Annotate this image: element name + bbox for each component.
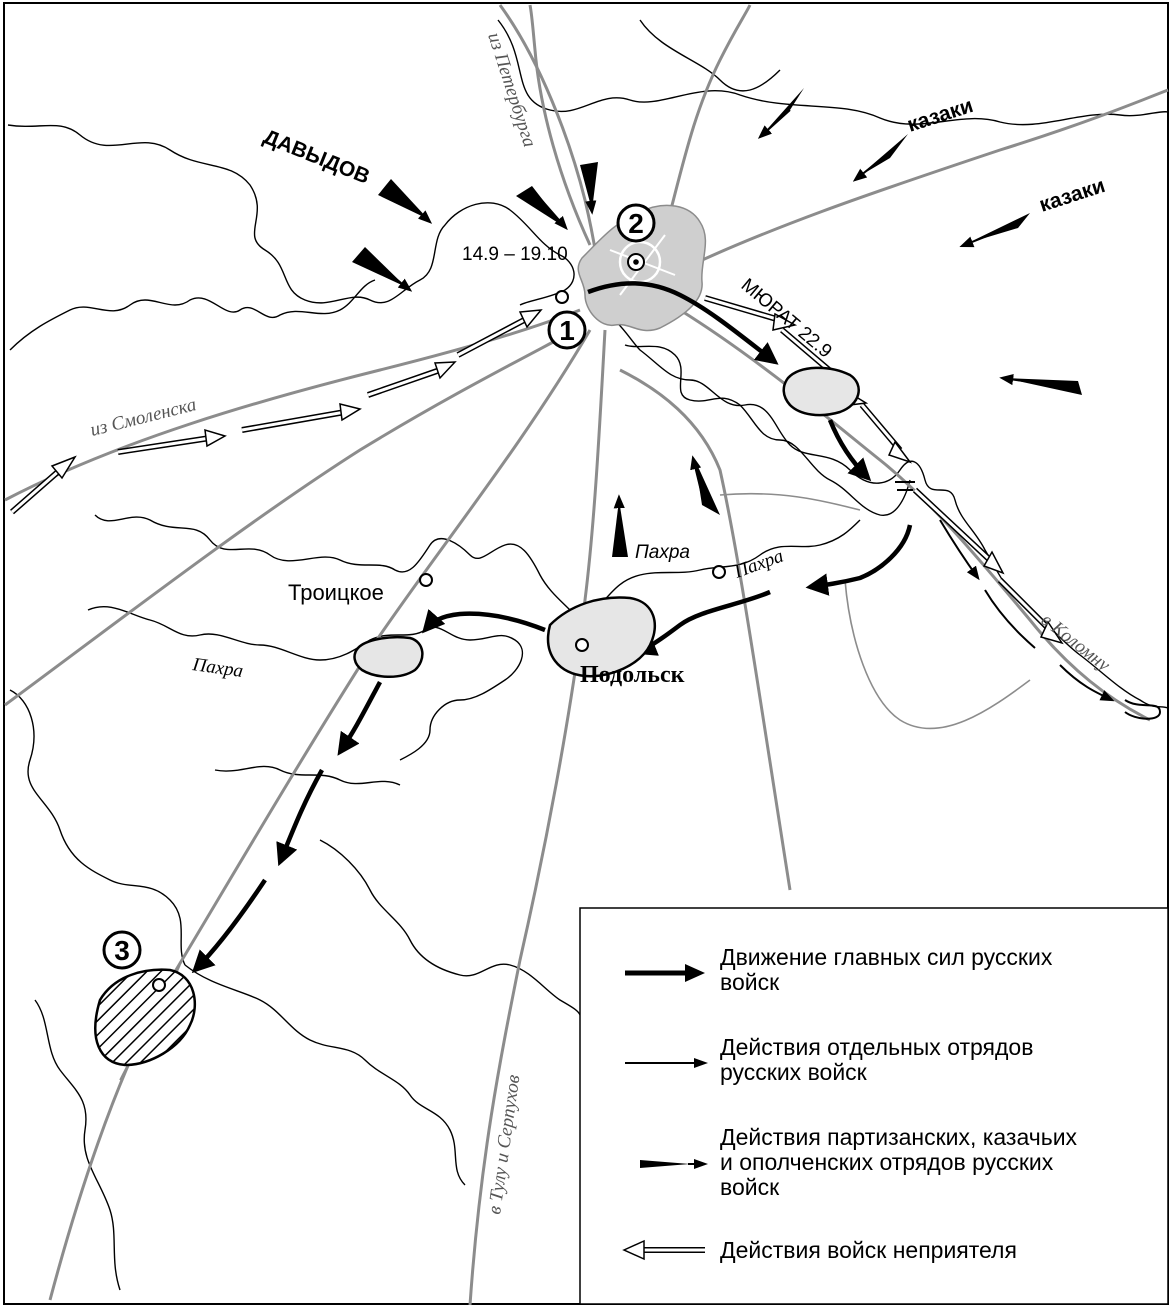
marker-3: 3 [102, 930, 142, 970]
river-north-2 [639, 19, 781, 92]
river-center [624, 344, 911, 516]
road-kaluga [48, 329, 592, 1301]
river-south-1 [9, 689, 186, 966]
road-east [659, 88, 1169, 282]
camp-areas [94, 366, 860, 1067]
river-south-2 [184, 964, 466, 1186]
settlements [152, 290, 915, 992]
legend-partisans-line-1: Действия партизанских, казачьих [720, 1124, 1078, 1150]
detachment-movements [939, 519, 1162, 720]
legend-partisans-symbol [640, 1159, 708, 1169]
svg-text:3: 3 [114, 935, 130, 966]
label-podolsk: Подольск [580, 662, 685, 688]
settlement-pakhra [712, 565, 726, 579]
legend: Движение главных сил русских войск Дейст… [579, 907, 1169, 1305]
legend-detachments-symbol [625, 1058, 708, 1068]
road-podolsk-branch [619, 368, 792, 891]
partisan-movements [352, 88, 1082, 557]
settlement-podolsk [575, 638, 589, 652]
road-tula [468, 329, 607, 1306]
legend-enemy-symbol [622, 1239, 705, 1261]
river-south-3 [319, 839, 581, 1016]
legend-partisans-line-3: войск [720, 1174, 780, 1200]
road-north-2 [528, 4, 592, 246]
tarutino-camp [94, 968, 197, 1067]
road-north-east [658, 4, 752, 251]
main-forces-movements [191, 281, 913, 974]
label-troitskoe: Троицкое [288, 580, 384, 605]
legend-partisans-line-2: и ополченских отрядов русских [720, 1149, 1054, 1175]
river-moskva [599, 309, 1169, 709]
svg-text:2: 2 [628, 208, 644, 239]
marker-1: 1 [547, 310, 587, 350]
road-smolensk [4, 308, 581, 502]
river-west-2 [9, 279, 376, 351]
label-dates: 14.9 – 19.10 [462, 244, 568, 265]
settlement-tarutino [152, 978, 166, 992]
legend-main-forces-symbol [625, 964, 705, 982]
river-south-5 [34, 999, 121, 1291]
settlement-fili [555, 290, 569, 304]
legend-enemy: Действия войск неприятеля [720, 1237, 1017, 1263]
roads [4, 4, 1169, 1306]
legend-detachments-line-1: Действия отдельных отрядов [720, 1034, 1033, 1060]
label-pakhra-1: Пахра [635, 542, 690, 563]
river-west [7, 124, 575, 306]
legend-main-forces-line-1: Движение главных сил русских [720, 944, 1053, 970]
marker-2: 2 [616, 203, 656, 243]
crossing-icon [895, 481, 915, 491]
settlement-troitskoe [419, 573, 433, 587]
river-south-4 [214, 765, 401, 786]
legend-main-forces-line-2: войск [720, 969, 780, 995]
svg-text:1: 1 [559, 315, 575, 346]
legend-detachments-line-2: русских войск [720, 1059, 868, 1085]
road-west [4, 323, 586, 707]
